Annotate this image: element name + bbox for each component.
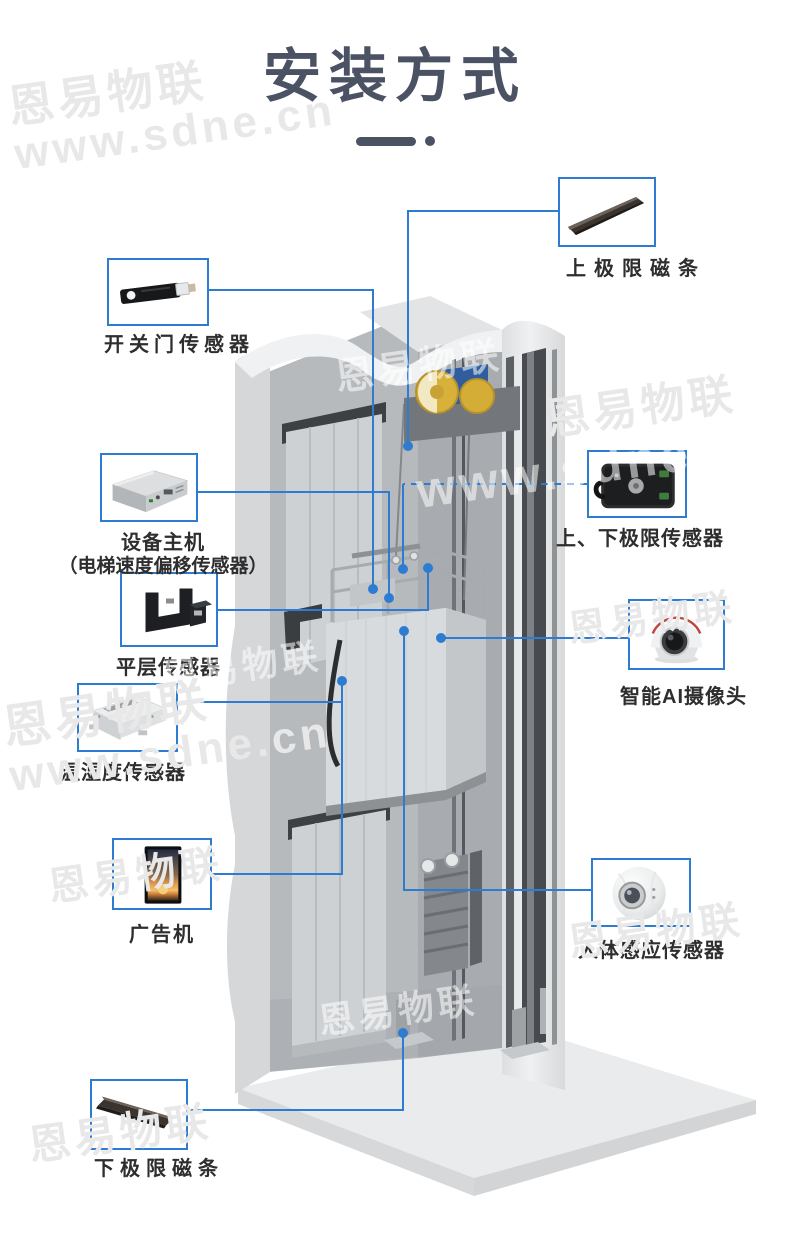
ai-camera-image xyxy=(650,616,703,664)
upper-lower-limit-sensor-label: 上、下极限传感器 xyxy=(556,528,724,550)
main-host-image xyxy=(111,470,189,513)
door-sensor-box xyxy=(107,258,209,326)
temp-humidity-sensor-box xyxy=(77,683,178,752)
upper-limit-strip-box xyxy=(558,177,656,247)
lower-landing-door xyxy=(288,800,390,1058)
underline-dot xyxy=(424,136,435,146)
temp-humidity-sensor-image xyxy=(89,696,167,741)
ad-player-box xyxy=(112,838,212,910)
lower-limit-strip-box xyxy=(90,1079,188,1150)
upper-lower-limit-sensor-image xyxy=(593,463,675,509)
body-sensor-label: 人体感应传感器 xyxy=(578,940,725,962)
ai-camera-label: 智能AI摄像头 xyxy=(620,686,747,708)
leveling-sensor-image xyxy=(145,588,212,633)
temp-humidity-sensor-label: 温湿度传感器 xyxy=(60,762,186,784)
leveling-sensor-label: 平层传感器 xyxy=(116,657,221,679)
title-underline xyxy=(0,136,790,146)
upper-limit-strip-image xyxy=(568,197,644,235)
page-title: 安装方式 xyxy=(262,44,527,109)
upper-limit-strip-label: 上极限磁条 xyxy=(566,258,706,280)
main-host-sublabel: （电梯速度偏移传感器） xyxy=(58,556,268,577)
ad-player-label: 广告机 xyxy=(129,924,195,946)
underline-bar xyxy=(355,136,416,146)
ai-camera-box xyxy=(628,599,725,670)
upper-lower-limit-sensor-box xyxy=(587,450,687,518)
body-sensor-image xyxy=(612,866,666,921)
counterweight xyxy=(420,850,482,976)
ad-player-image xyxy=(144,846,182,904)
main-host-box xyxy=(100,453,198,522)
lower-limit-strip-image xyxy=(96,1096,172,1129)
body-sensor-box xyxy=(591,858,691,927)
door-sensor-image xyxy=(120,282,196,304)
lower-limit-strip-label: 下极限磁条 xyxy=(94,1158,224,1180)
leveling-sensor-box xyxy=(120,572,218,647)
pit-rail-feet xyxy=(384,988,550,1059)
door-sensor-label: 开关门传感器 xyxy=(104,334,254,356)
main-host-label: 设备主机 xyxy=(121,532,205,554)
